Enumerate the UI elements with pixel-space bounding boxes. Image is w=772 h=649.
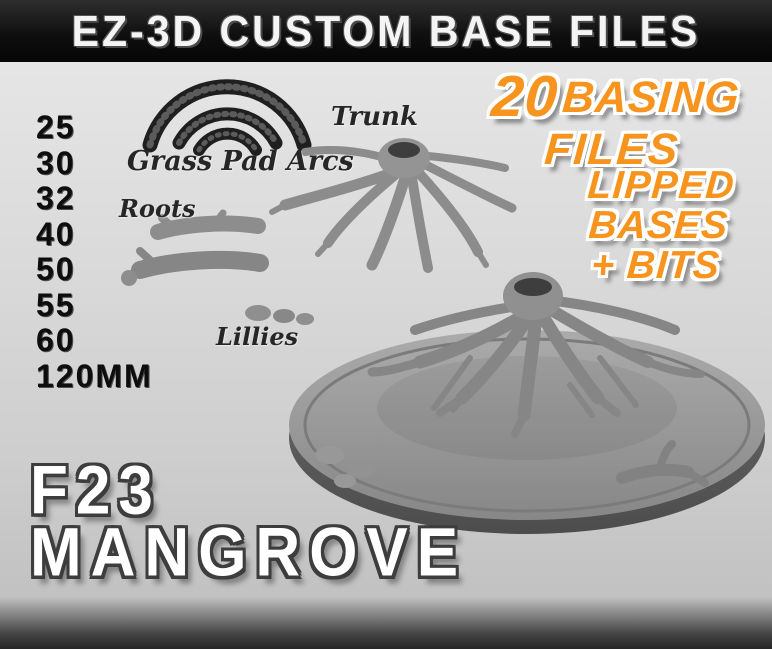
basing-files-badge: 20 BASING FILES (486, 64, 742, 174)
product-code: F23 (30, 453, 161, 529)
grass-pad-arcs-label: Grass Pad Arcs (127, 146, 354, 177)
basing-count: 20 (489, 64, 561, 129)
size-option-32: 32 (36, 180, 76, 216)
base-lillies-render (315, 446, 375, 488)
size-option-120mm: 120MM (36, 357, 153, 394)
mangrove-trunk-opening (514, 278, 552, 296)
size-option-60: 60 (36, 322, 76, 358)
lipped-line2: BASES (587, 203, 730, 247)
size-option-55: 55 (36, 286, 76, 323)
basing-files-line1: 20 BASING (489, 64, 742, 129)
banner-title: EZ-3D CUSTOM BASE FILES (71, 6, 701, 55)
size-option-50: 50 (36, 251, 76, 287)
size-option-30: 30 (36, 144, 76, 181)
basing-word: BASING (560, 73, 742, 122)
trunk-opening (388, 142, 420, 158)
roots-label: Roots (119, 194, 196, 223)
lillies-label: Lillies (216, 322, 299, 351)
grass-pad-arcs-render (142, 79, 312, 156)
product-name: MANGROVE (30, 515, 468, 591)
lipped-line1: LIPPED (586, 164, 737, 207)
lipped-line3: + BITS (590, 243, 722, 287)
title-banner: EZ-3D CUSTOM BASE FILES (0, 0, 772, 62)
mangrove-base-render (289, 272, 765, 534)
roots-render (121, 209, 269, 286)
bottom-gradient (0, 597, 772, 649)
lipped-bases-badge: LIPPED BASES + BITS (581, 164, 737, 287)
base-root-piece (616, 440, 709, 487)
size-list: 25 30 32 40 50 55 60 120MM (36, 109, 153, 394)
size-option-25: 25 (36, 109, 76, 145)
size-option-40: 40 (36, 215, 76, 252)
lillies-render (245, 305, 314, 325)
trunk-label: Trunk (331, 102, 418, 132)
trunk-render (269, 146, 517, 273)
